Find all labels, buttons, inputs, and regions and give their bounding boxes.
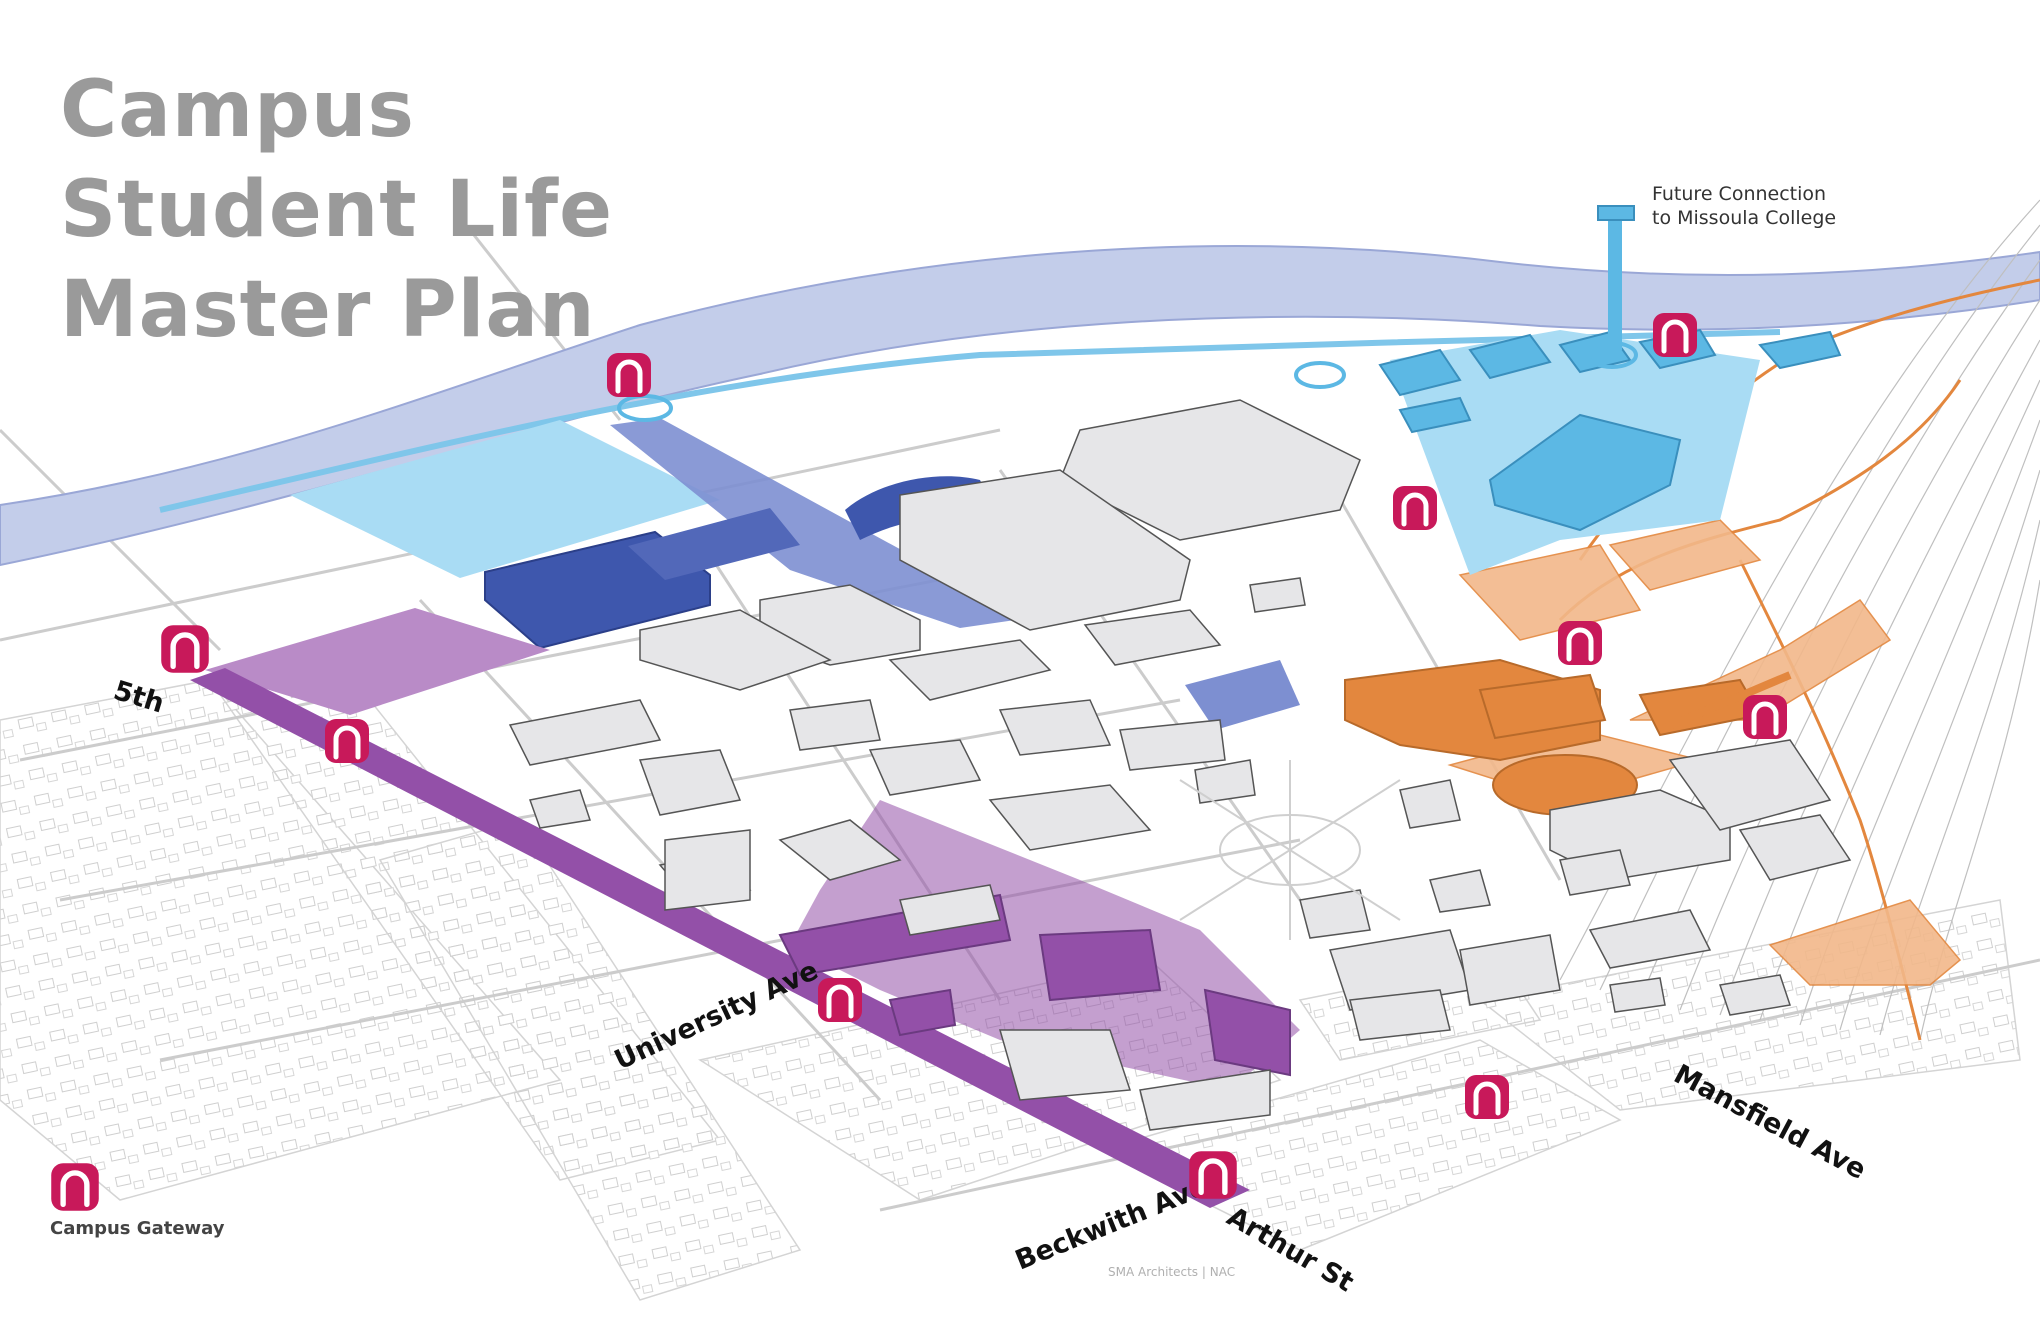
arch-gateway-icon[interactable] (1393, 486, 1437, 530)
sky-blue-buildings (1378, 328, 1842, 532)
arch-gateway-icon[interactable] (161, 625, 209, 673)
navy-lot (1185, 660, 1300, 730)
arch-gateway-icon[interactable] (1465, 1075, 1509, 1119)
title-line-3: Master Plan (60, 265, 596, 355)
lavender-lot (205, 608, 550, 715)
title-line-1: Campus (60, 65, 415, 155)
arch-gateway-icon[interactable] (1743, 695, 1787, 739)
arch-gateway-icon[interactable] (1653, 313, 1697, 357)
arch-gateway-icon[interactable] (325, 719, 369, 763)
orange-connector (1658, 671, 1792, 734)
navy-annex (628, 508, 800, 580)
arch-gateway-icon[interactable] (1189, 1151, 1237, 1199)
future-connection-landing (1597, 205, 1635, 221)
campus-mall-paths (1179, 760, 1401, 940)
arch-gateway-icon (51, 1163, 99, 1211)
bridge-roundabout (1586, 341, 1638, 369)
future-connection-callout: Future Connection to Missoula College (1652, 182, 1836, 230)
title-line-2: Student Life (60, 165, 613, 255)
credit: SMA Architects | NAC (1108, 1265, 1236, 1279)
river-roundabout-east (1294, 361, 1346, 389)
arch-gateway-icon[interactable] (818, 978, 862, 1022)
campus-buildings (508, 399, 1852, 1131)
legend-label-campus-gateway: Campus Gateway (50, 1218, 225, 1239)
callout-line-1: Future Connection (1652, 183, 1827, 205)
university-ave-corridor (190, 668, 1250, 1208)
arch-gateway-icon[interactable] (1558, 621, 1602, 665)
legend: Campus Gateway (48, 1160, 224, 1239)
callout-line-2: to Missoula College (1652, 207, 1837, 229)
page-title: Campus Student Life Master Plan (60, 60, 613, 360)
river-roundabout-west (617, 394, 673, 422)
light-blue-field (290, 420, 720, 578)
arch-gateway-icon[interactable] (607, 353, 651, 397)
